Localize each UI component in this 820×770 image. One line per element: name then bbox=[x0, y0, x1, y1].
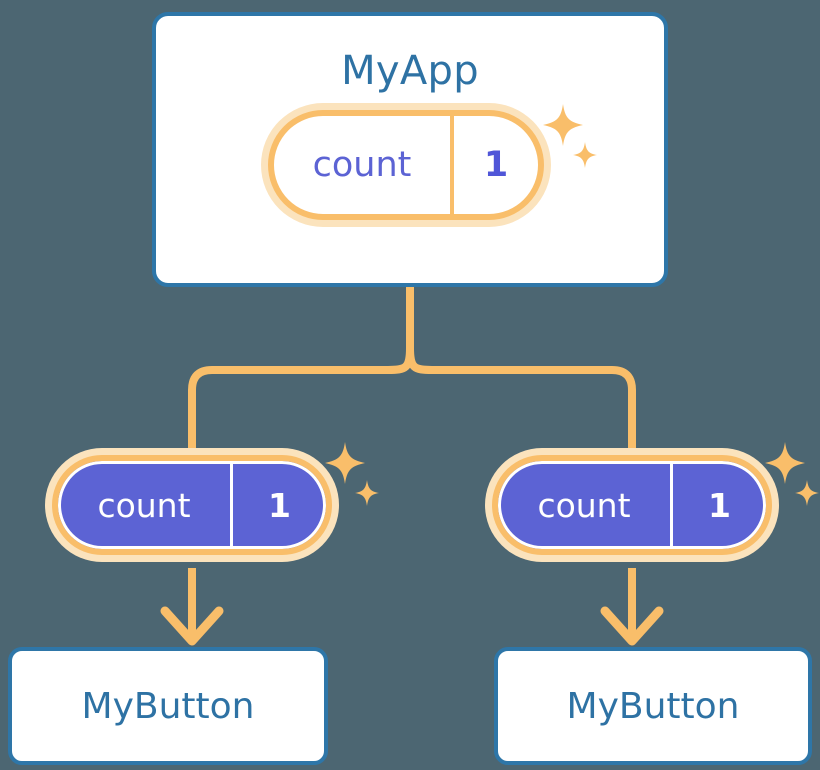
child-state-pill-left: count 1 bbox=[52, 455, 332, 555]
state-value: 1 bbox=[708, 485, 731, 525]
mybutton-card-right: MyButton bbox=[494, 647, 812, 765]
state-key: count bbox=[274, 116, 454, 214]
state-value: 1 bbox=[268, 485, 291, 525]
child-state-pill-right: count 1 bbox=[492, 455, 772, 555]
mybutton-card-left: MyButton bbox=[8, 647, 328, 765]
arrow-down-icon-left bbox=[160, 606, 224, 646]
state-value: 1 bbox=[483, 145, 509, 185]
state-pill-body: count 1 bbox=[268, 110, 544, 220]
connector-to-right-child bbox=[406, 344, 636, 459]
state-pill-body: count 1 bbox=[52, 455, 332, 555]
page-title: MyApp bbox=[341, 48, 479, 94]
connector-to-left-child bbox=[188, 344, 414, 459]
mybutton-label: MyButton bbox=[566, 685, 740, 727]
arrow-down-icon-right bbox=[600, 606, 664, 646]
state-key: count bbox=[58, 461, 233, 549]
mybutton-label: MyButton bbox=[81, 685, 255, 727]
state-pill-body: count 1 bbox=[492, 455, 772, 555]
myapp-state-pill: count 1 bbox=[268, 110, 544, 220]
state-key: count bbox=[498, 461, 673, 549]
